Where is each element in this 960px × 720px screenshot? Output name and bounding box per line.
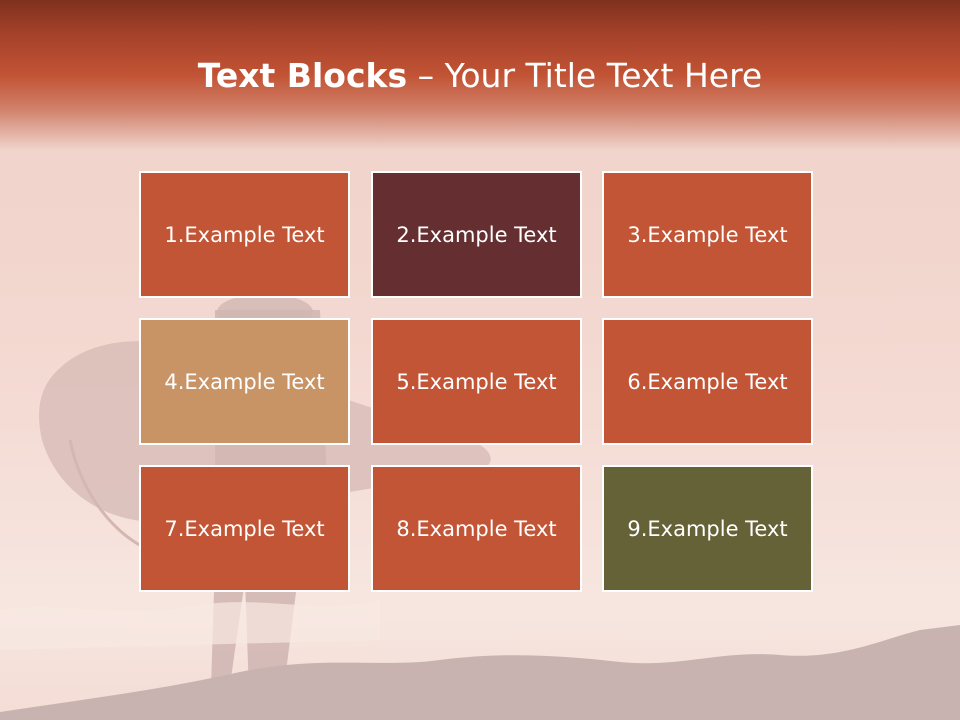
text-block-2[interactable]: 2.Example Text (371, 171, 582, 298)
text-block-1[interactable]: 1.Example Text (139, 171, 350, 298)
text-block-label: 5.Example Text (396, 369, 557, 394)
title-bold-part: Text Blocks (197, 56, 408, 95)
text-block-label: 4.Example Text (164, 369, 325, 394)
header-band (0, 0, 960, 150)
text-block-6[interactable]: 6.Example Text (602, 318, 813, 445)
text-block-9[interactable]: 9.Example Text (602, 465, 813, 592)
text-block-label: 9.Example Text (627, 516, 788, 541)
text-block-8[interactable]: 8.Example Text (371, 465, 582, 592)
title-text: Your Title Text Here (444, 56, 763, 95)
text-block-4[interactable]: 4.Example Text (139, 318, 350, 445)
title-separator: – (407, 56, 445, 95)
text-block-label: 1.Example Text (164, 222, 325, 247)
text-block-5[interactable]: 5.Example Text (371, 318, 582, 445)
text-block-7[interactable]: 7.Example Text (139, 465, 350, 592)
text-block-label: 7.Example Text (164, 516, 325, 541)
text-block-3[interactable]: 3.Example Text (602, 171, 813, 298)
text-block-label: 2.Example Text (396, 222, 557, 247)
text-block-label: 3.Example Text (627, 222, 788, 247)
slide-title[interactable]: Text Blocks – Your Title Text Here (0, 52, 960, 100)
text-block-label: 8.Example Text (396, 516, 557, 541)
text-block-label: 6.Example Text (627, 369, 788, 394)
